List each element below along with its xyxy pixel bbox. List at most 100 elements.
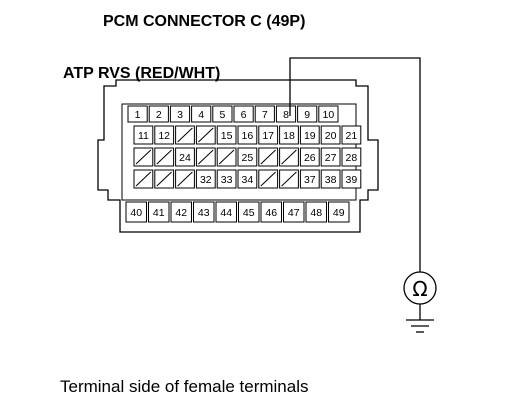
terminal-cell: 32 [195,169,216,189]
terminal-box [233,105,254,123]
terminal-cell: 1 [127,105,148,123]
terminal-box [169,105,191,123]
terminal-cell [154,169,175,189]
terminal-number: 16 [242,130,254,142]
terminal-box [215,201,237,223]
terminal-box [127,105,148,123]
terminal-number: 7 [262,109,268,121]
terminal-box [260,201,282,223]
terminal-number: 38 [325,174,337,186]
terminal-box [237,169,258,189]
terminal-number: 19 [304,130,316,142]
terminal-cell: 6 [233,105,254,123]
terminal-box [237,147,258,167]
terminal-cell: 39 [341,169,362,189]
terminal-box [154,125,175,145]
terminal-cell: 38 [320,169,341,189]
terminal-cell [175,169,195,189]
terminal-box [341,147,362,167]
terminal-number: 4 [198,109,204,121]
terminal-number: 5 [219,109,225,121]
terminal-cell: 7 [254,105,275,123]
terminal-cell: 25 [237,147,258,167]
unused-terminal-slash [281,171,297,187]
terminal-cell: 49 [328,201,350,223]
terminal-box [305,201,327,223]
unused-terminal-slash [198,149,214,165]
terminal-box [297,105,318,123]
terminal-cell [175,125,195,145]
terminal-cell: 28 [341,147,362,167]
terminal-number: 47 [288,207,300,219]
terminal-cell [216,147,237,167]
unused-terminal-slash [177,171,193,187]
terminal-number: 41 [153,207,165,219]
unused-terminal-slash [177,127,193,143]
terminal-cell: 41 [148,201,170,223]
terminal-cell: 33 [216,169,237,189]
terminal-number: 43 [198,207,210,219]
terminal-box [191,105,212,123]
terminal-number: 10 [323,109,335,121]
terminal-box [320,147,341,167]
terminal-cell: 11 [133,125,154,145]
terminal-cell: 4 [191,105,212,123]
terminal-box [193,201,215,223]
terminal-box [238,201,260,223]
terminal-cell: 27 [320,147,341,167]
terminal-number: 34 [242,174,254,186]
terminal-box [216,125,237,145]
terminal-box [299,169,320,189]
ground-icon [406,319,434,333]
terminal-number: 8 [283,109,289,121]
terminal-number: 3 [177,109,183,121]
terminal-cell: 19 [299,125,320,145]
terminal-box [320,125,341,145]
terminal-cell: 47 [283,201,305,223]
unused-terminal-slash [156,149,172,165]
terminal-cell: 40 [125,201,147,223]
terminal-number: 26 [304,152,316,164]
terminal-box [283,201,305,223]
terminal-number: 21 [346,130,358,142]
ohm-icon: Ω [412,277,427,301]
connector-housing [97,79,379,233]
terminal-cell: 24 [175,147,195,167]
terminal-cell [195,147,216,167]
probe-lead [289,57,421,272]
terminal-number: 44 [220,207,232,219]
terminal-box [341,125,362,145]
ohmmeter: Ω [403,271,437,333]
terminal-cell: 10 [318,105,339,123]
terminal-cell: 21 [341,125,362,145]
terminal-cell: 18 [279,125,299,145]
terminal-box [254,105,275,123]
unused-terminal-slash [260,149,276,165]
terminal-cell: 9 [297,105,318,123]
terminal-cell [279,147,299,167]
terminal-number: 32 [200,174,212,186]
terminal-cell: 15 [216,125,237,145]
terminal-number: 48 [310,207,322,219]
terminal-number: 28 [346,152,358,164]
terminal-box [148,105,169,123]
terminal-number: 24 [179,152,191,164]
terminal-number: 45 [243,207,255,219]
terminal-box [170,201,192,223]
unused-terminal-slash [218,149,235,165]
terminal-number: 33 [221,174,233,186]
terminal-box [125,201,147,223]
terminal-cell [258,147,279,167]
terminal-box [133,125,154,145]
terminal-cell: 26 [299,147,320,167]
terminal-number: 18 [283,130,295,142]
terminal-number: 49 [333,207,345,219]
terminal-box [212,105,233,123]
terminal-number: 42 [175,207,187,219]
terminal-cell [154,147,175,167]
wire-label: ATP RVS (RED/WHT) [63,65,220,82]
terminal-box [148,201,170,223]
unused-terminal-slash [135,171,152,187]
